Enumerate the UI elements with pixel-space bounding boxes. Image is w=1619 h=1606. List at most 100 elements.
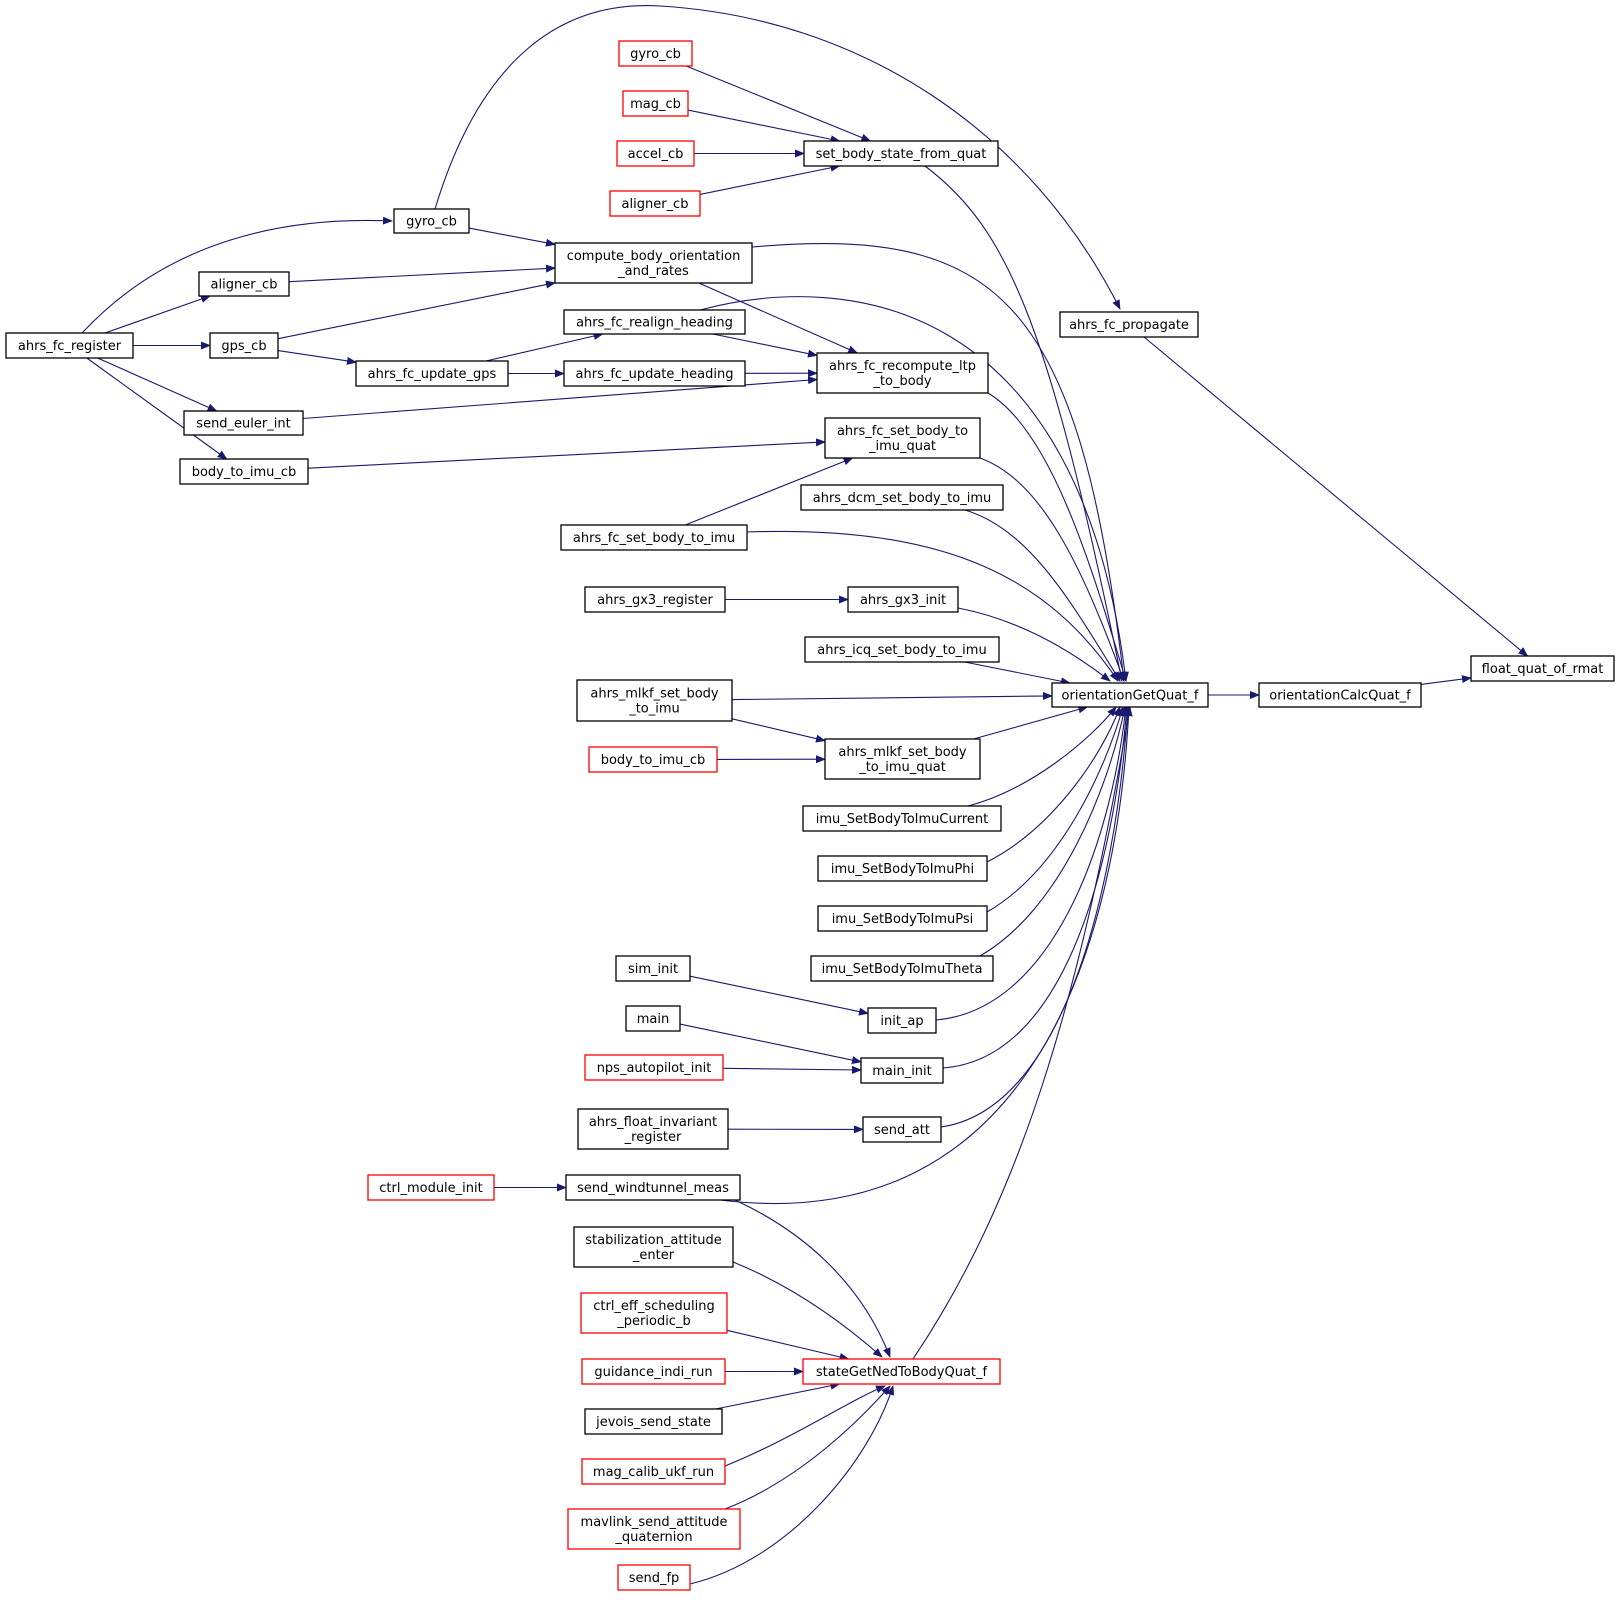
edge-mavlink_send_attitude_quaternion-to-stateGetNedToBodyQuat_f — [724, 1385, 891, 1510]
node-aligner_cb_red[interactable]: aligner_cb — [609, 190, 701, 217]
node-label: _and_rates — [617, 264, 689, 279]
edge-ahrs_gx3_init-to-orientationGetQuat_f — [957, 607, 1111, 682]
node-imu_SetBodyToImuPhi[interactable]: imu_SetBodyToImuPhi — [817, 855, 988, 882]
edge-ahrs_fc_propagate-to-float_quat_of_rmat — [1143, 336, 1529, 657]
node-ahrs_fc_register[interactable]: ahrs_fc_register — [5, 332, 134, 359]
node-nps_autopilot_init[interactable]: nps_autopilot_init — [584, 1054, 724, 1081]
node-box — [609, 190, 701, 217]
edges-layer — [81, 5, 1529, 1585]
node-ahrs_mlkf_set_body_to_imu_quat[interactable]: ahrs_mlkf_set_body_to_imu_quat — [824, 738, 981, 780]
node-compute_body_orientation_and_rates[interactable]: compute_body_orientation_and_rates — [554, 242, 753, 284]
node-stabilization_attitude_enter[interactable]: stabilization_attitude_enter — [573, 1226, 734, 1268]
node-box — [1059, 311, 1199, 338]
edge-ahrs_fc_recompute_ltp_to_body-to-orientationGetQuat_f — [987, 392, 1128, 682]
node-box — [1051, 682, 1209, 708]
node-box — [824, 417, 981, 459]
edge-ahrs_fc_register-to-send_euler_int — [97, 357, 218, 412]
node-stateGetNedToBodyQuat_f[interactable]: stateGetNedToBodyQuat_f — [802, 1358, 1001, 1385]
node-gyro_cb[interactable]: gyro_cb — [393, 208, 470, 234]
node-set_body_state_from_quat[interactable]: set_body_state_from_quat — [803, 140, 999, 167]
node-accel_cb[interactable]: accel_cb — [616, 140, 695, 167]
node-gps_cb[interactable]: gps_cb — [209, 332, 279, 359]
edge-ahrs_fc_set_body_to_imu-to-orientationGetQuat_f — [746, 530, 1119, 682]
node-ahrs_float_invariant_register[interactable]: ahrs_float_invariant_register — [577, 1108, 729, 1150]
node-box — [860, 1057, 944, 1084]
node-ahrs_fc_realign_heading[interactable]: ahrs_fc_realign_heading — [563, 309, 746, 335]
node-ahrs_fc_set_body_to_imu[interactable]: ahrs_fc_set_body_to_imu — [560, 524, 748, 551]
node-mavlink_send_attitude_quaternion[interactable]: mavlink_send_attitude_quaternion — [567, 1508, 741, 1550]
node-orientationCalcQuat_f[interactable]: orientationCalcQuat_f — [1258, 682, 1422, 708]
edge-set_body_state_from_quat-to-orientationGetQuat_f — [924, 165, 1125, 682]
node-label: ahrs_fc_update_gps — [368, 367, 497, 382]
node-float_quat_of_rmat[interactable]: float_quat_of_rmat — [1470, 655, 1615, 682]
node-box — [622, 90, 689, 117]
node-ahrs_gx3_register[interactable]: ahrs_gx3_register — [584, 586, 726, 613]
node-label: _to_imu — [628, 702, 680, 717]
node-label: ahrs_gx3_register — [597, 593, 713, 608]
node-mag_calib_ukf_run[interactable]: mag_calib_ukf_run — [581, 1458, 726, 1485]
node-ahrs_mlkf_set_body_to_imu[interactable]: ahrs_mlkf_set_body_to_imu — [576, 679, 733, 722]
node-mag_cb[interactable]: mag_cb — [622, 90, 689, 117]
node-box — [867, 1007, 937, 1034]
node-jevois_send_state[interactable]: jevois_send_state — [584, 1408, 723, 1435]
node-box — [355, 360, 509, 387]
node-box — [588, 746, 718, 773]
node-imu_SetBodyToImuTheta[interactable]: imu_SetBodyToImuTheta — [810, 955, 994, 982]
node-label: aligner_cb — [622, 197, 689, 212]
node-ahrs_fc_set_body_to_imu_quat[interactable]: ahrs_fc_set_body_to_imu_quat — [824, 417, 981, 459]
node-box — [862, 1116, 942, 1143]
node-ahrs_fc_recompute_ltp_to_body[interactable]: ahrs_fc_recompute_ltp_to_body — [816, 352, 989, 394]
edge-gps_cb-to-compute_body_orientation_and_rates — [277, 280, 556, 340]
node-label: compute_body_orientation — [567, 249, 741, 264]
node-ahrs_icq_set_body_to_imu[interactable]: ahrs_icq_set_body_to_imu — [804, 636, 1000, 663]
node-aligner_cb[interactable]: aligner_cb — [198, 271, 290, 297]
node-ahrs_gx3_init[interactable]: ahrs_gx3_init — [847, 586, 959, 613]
node-box — [802, 1358, 1001, 1385]
node-send_windtunnel_meas[interactable]: send_windtunnel_meas — [565, 1174, 741, 1201]
node-sim_init[interactable]: sim_init — [615, 955, 691, 982]
node-label: ahrs_dcm_set_body_to_imu — [813, 491, 991, 506]
node-send_euler_int[interactable]: send_euler_int — [183, 410, 304, 436]
node-label: ahrs_gx3_init — [860, 593, 946, 608]
node-box — [810, 955, 994, 982]
node-box — [581, 1358, 726, 1385]
node-ctrl_module_init[interactable]: ctrl_module_init — [367, 1174, 495, 1201]
edge-sim_init-to-init_ap — [689, 975, 869, 1016]
node-body_to_imu_cb[interactable]: body_to_imu_cb — [179, 458, 309, 485]
node-label: sim_init — [628, 962, 678, 977]
node-init_ap[interactable]: init_ap — [867, 1007, 937, 1034]
node-ctrl_eff_scheduling_periodic_b[interactable]: ctrl_eff_scheduling_periodic_b — [580, 1292, 728, 1334]
node-body_to_imu_cb_red[interactable]: body_to_imu_cb — [588, 746, 718, 773]
node-imu_SetBodyToImuCurrent[interactable]: imu_SetBodyToImuCurrent — [802, 805, 1002, 832]
node-ahrs_fc_update_heading[interactable]: ahrs_fc_update_heading — [563, 360, 746, 387]
node-label: aligner_cb — [211, 278, 278, 293]
node-ahrs_fc_propagate[interactable]: ahrs_fc_propagate — [1059, 311, 1199, 338]
node-send_att[interactable]: send_att — [862, 1116, 942, 1143]
node-main[interactable]: main — [625, 1005, 681, 1032]
node-orientationGetQuat_f[interactable]: orientationGetQuat_f — [1051, 682, 1209, 708]
node-label: gyro_cb — [406, 215, 457, 230]
node-main_init[interactable]: main_init — [860, 1057, 944, 1084]
node-gyro_cb_red[interactable]: gyro_cb — [618, 40, 693, 67]
node-box — [554, 242, 753, 284]
edge-main_init-to-orientationGetQuat_f — [942, 706, 1131, 1069]
node-label: main — [637, 1012, 669, 1027]
node-box — [565, 1174, 741, 1201]
node-send_fp[interactable]: send_fp — [617, 1564, 691, 1591]
node-label: ahrs_mlkf_set_body — [590, 687, 719, 702]
node-box — [393, 208, 470, 234]
edge-gyro_cb_red-to-set_body_state_from_quat — [685, 65, 872, 142]
edge-send_fp-to-stateGetNedToBodyQuat_f — [689, 1385, 895, 1585]
node-imu_SetBodyToImuPsi[interactable]: imu_SetBodyToImuPsi — [817, 905, 988, 932]
edge-main-to-main_init — [679, 1023, 862, 1064]
node-label: _register — [624, 1130, 682, 1145]
node-ahrs_fc_update_gps[interactable]: ahrs_fc_update_gps — [355, 360, 509, 387]
edge-jevois_send_state-to-stateGetNedToBodyQuat_f — [715, 1381, 841, 1410]
node-guidance_indi_run[interactable]: guidance_indi_run — [581, 1358, 726, 1385]
node-ahrs_dcm_set_body_to_imu[interactable]: ahrs_dcm_set_body_to_imu — [800, 484, 1004, 511]
node-label: ctrl_eff_scheduling — [593, 1299, 715, 1314]
node-label: body_to_imu_cb — [601, 753, 706, 768]
node-box — [584, 1054, 724, 1081]
node-box — [209, 332, 279, 359]
edge-imu_SetBodyToImuPsi-to-orientationGetQuat_f — [986, 706, 1125, 913]
